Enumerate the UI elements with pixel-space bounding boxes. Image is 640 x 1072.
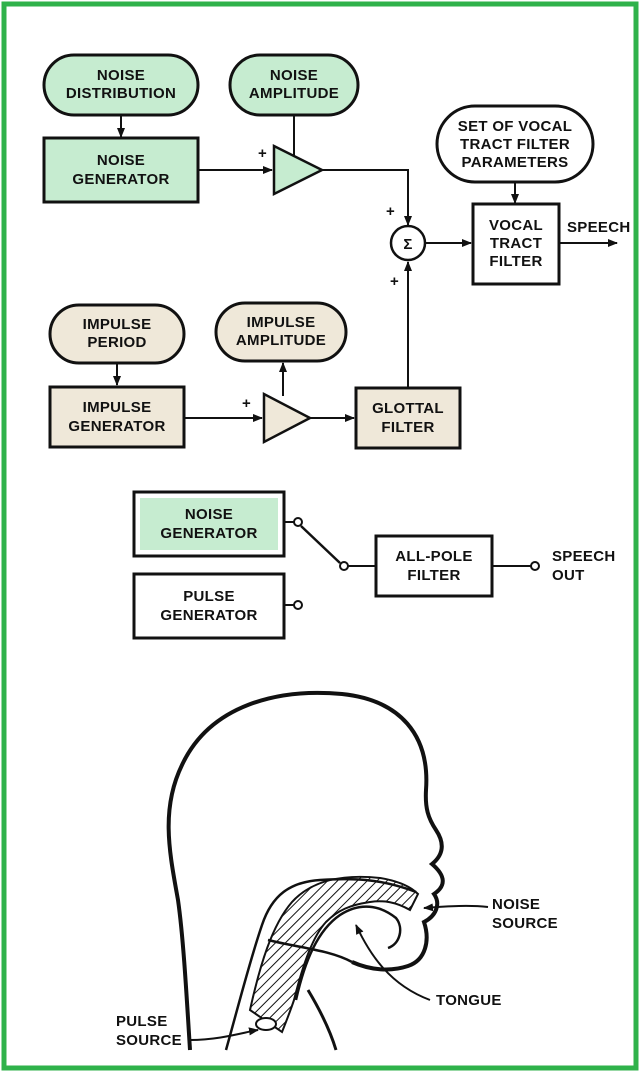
impulse-amplitude-label-1: IMPULSE [247, 314, 316, 331]
switch-pivot [339, 561, 349, 571]
vocal-tract-filter-node: VOCAL TRACT FILTER [471, 202, 561, 286]
speech-label: SPEECH [567, 219, 631, 236]
noise-generator-label-2: GENERATOR [72, 171, 169, 188]
impulse-amplifier [262, 391, 313, 445]
vocal-params-label-3: PARAMETERS [462, 154, 569, 171]
all-pole-filter-label-2: FILTER [407, 567, 460, 584]
impulse-amp-plus: + [242, 395, 251, 412]
summer-plus-bottom: + [390, 273, 399, 290]
speech-out-terminal [530, 561, 540, 571]
summer-plus-top: + [386, 203, 395, 220]
vocal-tract-filter-label-3: FILTER [489, 253, 542, 270]
pulse-source-pointer [189, 1027, 259, 1041]
pulse-generator-box: PULSE GENERATOR [132, 572, 286, 640]
noise-generator-node: NOISE GENERATOR [42, 136, 200, 204]
impulse-period-label-1: IMPULSE [83, 316, 152, 333]
switch-contact-noise [293, 517, 303, 527]
source-filter-block-diagram: NOISE DISTRIBUTION NOISE AMPLITUDE NOISE… [42, 53, 631, 450]
tongue-outline [294, 905, 402, 1001]
summing-junction: Σ [389, 224, 427, 262]
jaw-outline [267, 938, 353, 964]
noise-source-pointer [423, 903, 489, 912]
pulse-source-label-2: SOURCE [116, 1032, 182, 1049]
glottal-filter-node: GLOTTAL FILTER [354, 386, 462, 450]
speech-out-label-2: OUT [552, 567, 585, 584]
glottis-pulse-source [255, 1017, 277, 1031]
pulse-generator-label-2: GENERATOR [160, 607, 257, 624]
impulse-generator-node: IMPULSE GENERATOR [48, 385, 186, 449]
arrow-noise-to-summer [322, 169, 412, 226]
noise-distribution-label-1: NOISE [97, 67, 145, 84]
switch-arm [300, 525, 341, 564]
vocal-params-label-2: TRACT FILTER [460, 136, 570, 153]
noise-generator-2-label-1: NOISE [185, 506, 233, 523]
all-pole-filter-label-1: ALL-POLE [395, 548, 472, 565]
noise-amp-plus: + [258, 145, 267, 162]
switch-contact-pulse [293, 600, 303, 610]
noise-amplifier [272, 143, 325, 197]
noise-amplitude-label-2: AMPLITUDE [249, 85, 339, 102]
impulse-generator-label-1: IMPULSE [83, 399, 152, 416]
tongue-pointer [355, 924, 431, 1001]
vocal-tract-filter-label-2: TRACT [490, 235, 542, 252]
glottal-filter-label-2: FILTER [381, 419, 434, 436]
impulse-period-label-2: PERIOD [87, 334, 146, 351]
pulse-source-label-1: PULSE [116, 1013, 168, 1030]
noise-distribution-node: NOISE DISTRIBUTION [42, 53, 200, 117]
speech-out-label-1: SPEECH [552, 548, 616, 565]
vocal-params-node: SET OF VOCAL TRACT FILTER PARAMETERS [435, 104, 595, 184]
vocal-params-label-1: SET OF VOCAL [458, 118, 572, 135]
pulse-generator-label-1: PULSE [183, 588, 235, 605]
head-outline [166, 690, 445, 1051]
all-pole-filter-box: ALL-POLE FILTER [374, 534, 494, 598]
impulse-period-node: IMPULSE PERIOD [48, 303, 186, 365]
noise-source-label-2: SOURCE [492, 915, 558, 932]
noise-generator-2-label-2: GENERATOR [160, 525, 257, 542]
vocal-tract-hatched [248, 875, 420, 1034]
noise-generator-box-2: NOISE GENERATOR [132, 490, 286, 558]
impulse-amplitude-label-2: AMPLITUDE [236, 332, 326, 349]
noise-distribution-label-2: DISTRIBUTION [66, 85, 176, 102]
summer-sigma: Σ [403, 236, 412, 253]
glottal-filter-label-1: GLOTTAL [372, 400, 444, 417]
tongue-label: TONGUE [436, 992, 502, 1009]
impulse-generator-label-2: GENERATOR [68, 418, 165, 435]
noise-source-label-1: NOISE [492, 896, 540, 913]
neck-front-outline [306, 989, 338, 1051]
noise-generator-label-1: NOISE [97, 152, 145, 169]
vocal-tract-illustration: NOISE SOURCE TONGUE PULSE SOURCE [116, 690, 558, 1051]
vocal-tract-filter-label-1: VOCAL [489, 217, 543, 234]
noise-amplitude-node: NOISE AMPLITUDE [228, 53, 360, 117]
impulse-amplitude-node: IMPULSE AMPLITUDE [214, 301, 348, 363]
noise-amplitude-label-1: NOISE [270, 67, 318, 84]
switched-source-diagram: NOISE GENERATOR PULSE GENERATOR ALL-POLE… [132, 490, 616, 640]
